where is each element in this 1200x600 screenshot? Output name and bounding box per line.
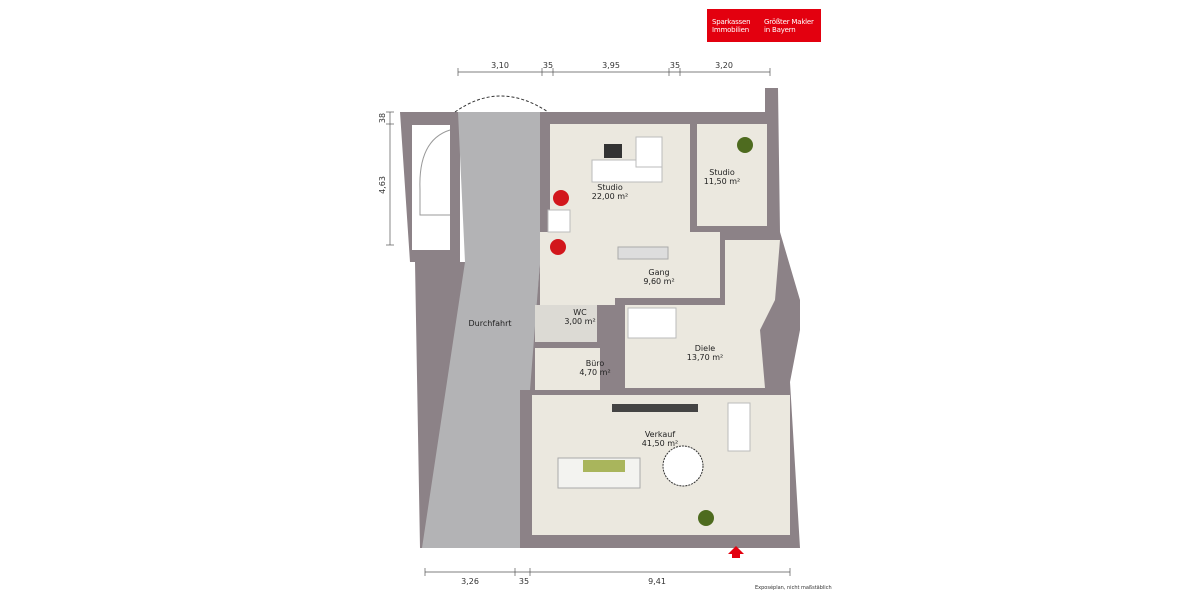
logo-tagline: Größter Makler in Bayern <box>764 18 814 34</box>
dim-bottom-2: 35 <box>519 577 529 586</box>
red-armchair <box>550 239 566 255</box>
durchfahrt-passage <box>422 112 545 548</box>
room-name: Gang <box>648 268 669 277</box>
floor-buero <box>535 348 600 390</box>
plant <box>737 137 753 153</box>
room-area: 11,50 m² <box>704 177 740 186</box>
dimension-bottom <box>424 568 791 576</box>
red-armchair <box>553 190 569 206</box>
room-label-studio-11: Studio 11,50 m² <box>704 168 740 186</box>
side-table <box>547 209 571 233</box>
dim-left-1: 38 <box>378 113 387 123</box>
floor-wc <box>535 305 597 342</box>
display-rack <box>612 404 698 412</box>
room-label-buero: Büro 4,70 m² <box>579 359 610 377</box>
archway <box>454 95 549 113</box>
logo-brand: Sparkassen Immobilien <box>712 18 751 34</box>
room-area: 13,70 m² <box>687 353 723 362</box>
floor-diele <box>625 240 780 388</box>
brand-logo: Sparkassen Immobilien Größter Makler in … <box>707 9 821 42</box>
dim-top-2: 35 <box>543 61 553 70</box>
plant <box>698 510 714 526</box>
green-seats <box>583 460 625 472</box>
scale-note: Exposéplan, nicht maßstäblich <box>755 585 832 591</box>
room-label-durchfahrt: Durchfahrt <box>468 319 511 328</box>
stairs <box>419 129 451 216</box>
room-area: 9,60 m² <box>643 277 674 286</box>
room-name: Studio <box>597 183 623 192</box>
room-label-verkauf: Verkauf 41,50 m² <box>642 430 678 448</box>
room-label-diele: Diele 13,70 m² <box>687 344 723 362</box>
room-area: 3,00 m² <box>564 317 595 326</box>
dim-top-5: 3,20 <box>715 61 733 70</box>
room-name: Studio <box>709 168 735 177</box>
room-name: Diele <box>695 344 716 353</box>
dimension-top <box>457 68 771 76</box>
entrance-arrow <box>728 546 744 558</box>
cabinet <box>627 307 677 339</box>
office-chair <box>604 144 622 158</box>
desk-return <box>635 136 663 168</box>
room-area: 4,70 m² <box>579 368 610 377</box>
room-name: Büro <box>586 359 605 368</box>
dim-bottom-3: 9,41 <box>648 577 666 586</box>
stair-area <box>412 125 450 250</box>
floor-gang <box>540 232 720 305</box>
room-label-studio-22: Studio 22,00 m² <box>592 183 628 201</box>
room-area: 41,50 m² <box>642 439 678 448</box>
room-label-gang: Gang 9,60 m² <box>643 268 674 286</box>
room-label-wc: WC 3,00 m² <box>564 308 595 326</box>
dim-left-2: 4,63 <box>378 176 387 194</box>
dim-top-4: 35 <box>670 61 680 70</box>
room-name: Verkauf <box>645 430 676 439</box>
counter <box>727 402 751 452</box>
dim-top-3: 3,95 <box>602 61 620 70</box>
dim-bottom-1: 3,26 <box>461 577 479 586</box>
dimension-left <box>386 111 394 246</box>
room-name: WC <box>573 308 587 317</box>
dim-top-1: 3,10 <box>491 61 509 70</box>
bench <box>617 246 669 260</box>
round-display <box>662 445 704 487</box>
room-area: 22,00 m² <box>592 192 628 201</box>
